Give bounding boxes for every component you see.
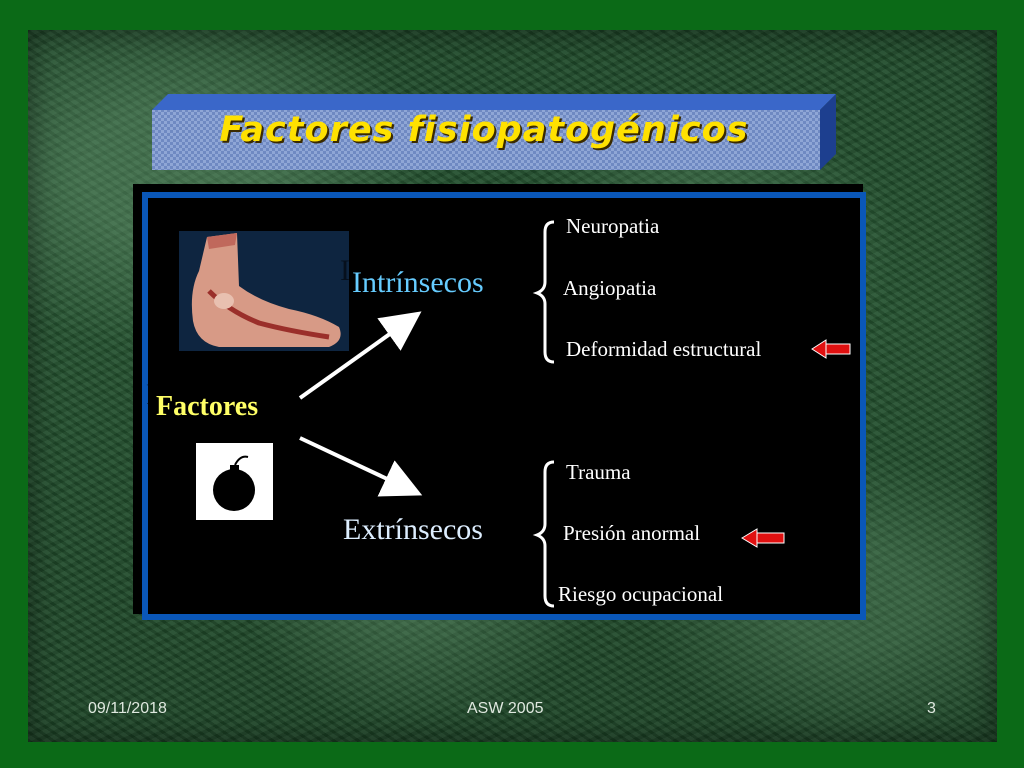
- item-trauma: Trauma: [566, 460, 631, 484]
- brace-extrinsecos: [532, 460, 555, 608]
- red-arrow-presion: [741, 528, 785, 548]
- brace-intrinsecos: [532, 220, 555, 364]
- extrinsecos-label: Extrínsecos: [343, 513, 483, 546]
- arrow-to-intrinsecos: [298, 311, 422, 400]
- diagram-panel: [142, 192, 866, 620]
- title-banner: [152, 94, 836, 170]
- footer-center: ASW 2005: [467, 700, 544, 717]
- item-angiopatia: Angiopatia: [563, 276, 657, 300]
- deformidad-shadow: Deformidad estructural: [556, 326, 752, 350]
- presion-shadow: Presión anormal: [553, 510, 691, 534]
- foot-model-image: [179, 231, 349, 351]
- intrinsecos-label-shadow: Intrínsecos: [340, 254, 472, 287]
- footer-date: 09/11/2018: [88, 700, 167, 717]
- angiopatia-shadow: Angiopatia: [554, 264, 648, 288]
- root-label: Factores: [156, 391, 259, 422]
- item-riesgo-ocupacional: Riesgo ocupacional: [558, 582, 724, 606]
- root-label-shadow: Factores: [146, 378, 248, 411]
- extrinsecos-label-shadow: Extrínsecos: [331, 500, 471, 533]
- slide-number: 3: [927, 700, 936, 717]
- riesgo-shadow: Riesgo ocupacional: [550, 570, 716, 594]
- item-presion-anormal: Presión anormal: [563, 521, 701, 545]
- trauma-shadow: Trauma: [556, 448, 621, 472]
- neuropatia-shadow: Neuropatia: [556, 200, 650, 224]
- item-deformidad-estructural: Deformidad estructural: [566, 337, 762, 361]
- intrinsecos-label: Intrínsecos: [352, 266, 484, 299]
- slide-title: Factores fisiopatogénicos: [219, 110, 749, 150]
- bomb-icon: [196, 443, 273, 520]
- item-neuropatia: Neuropatia: [566, 214, 660, 238]
- arrow-to-extrinsecos: [299, 436, 423, 497]
- red-arrow-deformidad: [811, 339, 851, 359]
